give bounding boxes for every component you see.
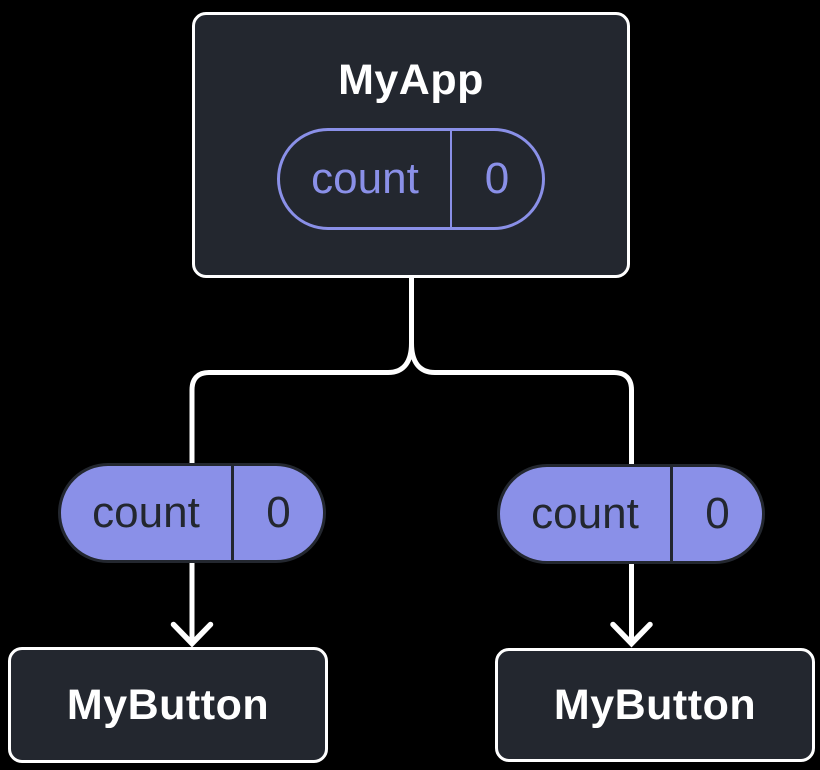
- child-node-title: MyButton: [66, 680, 270, 729]
- edge-root-to-right: [409, 342, 634, 468]
- child-node-mybutton-left: MyButton: [8, 647, 328, 763]
- prop-pill-left: count 0: [58, 463, 326, 563]
- prop-pill-right: count 0: [497, 464, 765, 564]
- child-node-title: MyButton: [553, 680, 757, 729]
- prop-pill-label: count: [92, 488, 200, 537]
- state-pill-value: 0: [450, 131, 542, 227]
- child-node-mybutton-right: MyButton: [495, 648, 815, 762]
- arrow-down-icon: [170, 621, 214, 648]
- arrow-down-icon: [610, 621, 653, 648]
- edge-root-to-left: [189, 342, 414, 468]
- prop-pill-value: 0: [231, 466, 323, 560]
- state-pill-label: count: [311, 154, 419, 203]
- root-node-myapp: MyApp count 0: [192, 12, 630, 278]
- state-pill: count 0: [277, 128, 545, 230]
- root-node-title: MyApp: [338, 56, 484, 104]
- prop-pill-value: 0: [670, 467, 762, 561]
- prop-pill-label: count: [531, 489, 639, 538]
